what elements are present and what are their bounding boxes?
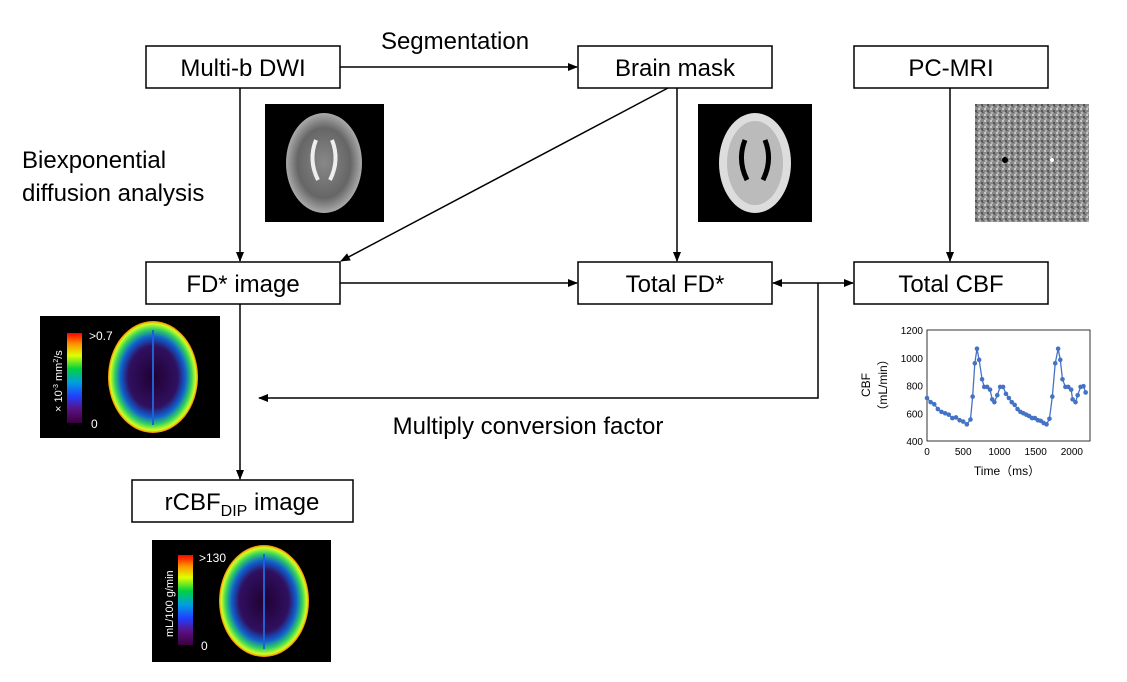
chart-point — [1006, 395, 1012, 401]
rcbf-colorbar-max: >130 — [199, 551, 226, 565]
chart-ytick: 1200 — [901, 326, 924, 337]
chart-point — [994, 392, 1000, 398]
chart-ytick: 600 — [906, 409, 923, 420]
node-dwi: Multi-b DWI — [145, 45, 341, 89]
chart-xtick: 500 — [955, 447, 972, 458]
chart-xlabel: Time（ms） — [974, 464, 1040, 478]
chart-point — [1060, 376, 1065, 382]
fd-colorbar-unit: × 10-3 mm2/s — [53, 350, 65, 412]
node-total-fd: Total FD* — [577, 261, 773, 305]
chart-point — [1012, 402, 1017, 408]
chart-point — [992, 399, 997, 405]
biexp-label-1: Biexponential — [22, 147, 166, 174]
pc-mri-image — [975, 104, 1089, 222]
chart-point — [1070, 397, 1075, 402]
rcbf-colorbar-unit: mL/100 g/min — [164, 570, 176, 637]
chart-point — [1047, 416, 1052, 422]
fd-colorbar-min: 0 — [91, 417, 98, 431]
biexp-label-2: diffusion analysis — [22, 180, 204, 207]
chart-point — [1052, 361, 1058, 366]
chart-point — [972, 361, 978, 366]
node-totalcbf-label: Total CBF — [898, 271, 1003, 298]
chart-ytick: 400 — [906, 437, 923, 448]
chart-point — [1050, 394, 1055, 399]
chart-xtick: 2000 — [1061, 447, 1084, 458]
chart-point — [939, 409, 944, 415]
rcbf-map-image: >130 0 mL/100 g/min — [152, 540, 331, 662]
rcbf-colorbar — [178, 555, 193, 645]
chart-point — [935, 406, 941, 412]
chart-ytick: 800 — [906, 382, 923, 393]
chart-point — [1073, 399, 1078, 405]
chart-point — [946, 412, 952, 417]
chart-xtick: 1500 — [1025, 447, 1048, 458]
chart-point — [979, 376, 985, 382]
fd-colorbar — [67, 333, 82, 423]
chart-point — [976, 357, 982, 363]
brain-mask-image — [698, 104, 812, 222]
chart-point — [924, 395, 930, 401]
chart-xtick: 0 — [924, 447, 930, 458]
chart-point — [968, 417, 973, 422]
arrow-mask-to-fd — [340, 87, 669, 262]
chart-point — [970, 394, 975, 399]
chart-point — [942, 410, 948, 416]
chart-point — [931, 401, 937, 407]
chart-xtick: 1000 — [988, 447, 1011, 458]
chart-point — [1055, 346, 1061, 352]
node-totalfd-label: Total FD* — [626, 271, 725, 298]
chart-point — [928, 399, 933, 405]
node-total-cbf: Total CBF — [853, 261, 1049, 305]
chart-point — [950, 415, 955, 421]
chart-point — [1009, 399, 1015, 405]
chart-point — [1057, 357, 1063, 363]
fd-colorbar-max: >0.7 — [89, 329, 113, 343]
fd-map-image: >0.7 0 × 10-3 mm2/s — [40, 316, 220, 438]
node-mask-label: Brain mask — [615, 55, 736, 82]
chart-ytick: 1000 — [901, 354, 924, 365]
node-brain-mask: Brain mask — [577, 45, 773, 89]
chart-point — [953, 415, 959, 420]
cbf-chart: Time（ms） CBF （mL/min） 0 500 1000 1500 2000 40… — [859, 326, 1091, 478]
chart-point — [1015, 406, 1020, 412]
segmentation-label: Segmentation — [381, 28, 529, 55]
node-pcmri-label: PC-MRI — [908, 55, 993, 82]
chart-frame — [926, 329, 1091, 442]
chart-point — [984, 384, 990, 390]
chart-point — [960, 419, 966, 424]
node-fd-label: FD* image — [186, 271, 299, 298]
chart-point — [964, 422, 970, 427]
chart-point — [1044, 422, 1049, 427]
chart-ylabel: CBF — [859, 373, 873, 397]
chart-point — [1000, 384, 1006, 390]
chart-point — [974, 346, 980, 352]
rcbf-colorbar-min: 0 — [201, 639, 208, 653]
chart-point — [1065, 384, 1071, 390]
chart-point — [1083, 390, 1088, 395]
node-rcbf-image: rCBFDIP image — [131, 479, 354, 523]
chart-point — [957, 417, 962, 423]
node-fd-image: FD* image — [145, 261, 341, 305]
chart-point — [1081, 383, 1086, 389]
dwi-brain-image — [265, 104, 384, 222]
chart-point — [1075, 392, 1080, 398]
chart-point — [1003, 391, 1009, 397]
arrow-conversion-factor — [258, 283, 819, 402]
chart-ylabel-unit: （mL/min） — [876, 353, 890, 416]
chart-point — [1068, 387, 1074, 392]
node-dwi-label: Multi-b DWI — [180, 55, 305, 82]
chart-point — [987, 387, 993, 392]
node-pc-mri: PC-MRI — [853, 45, 1049, 89]
multiply-label: Multiply conversion factor — [393, 413, 664, 440]
node-rcbf-label: rCBFDIP image — [165, 489, 320, 520]
